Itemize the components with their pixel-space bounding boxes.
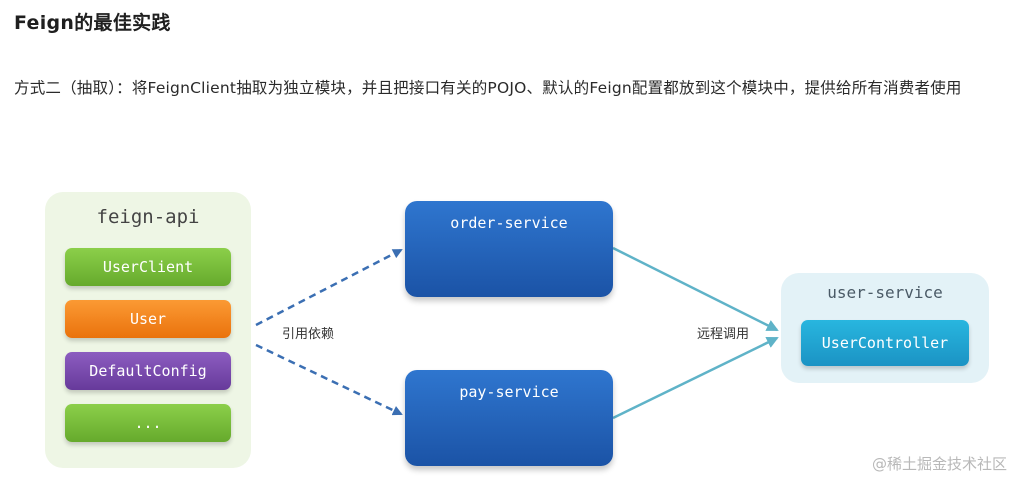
user-service-title: user-service — [827, 283, 943, 302]
feign-api-module: feign-api UserClient User DefaultConfig … — [45, 192, 251, 468]
user-service-module: user-service UserController — [781, 273, 989, 383]
remote-call-label: 远程调用 — [697, 327, 750, 342]
dependency-edge-pay — [255, 343, 403, 416]
feign-api-title: feign-api — [96, 206, 200, 228]
user-pojo-chip: User — [65, 300, 231, 338]
remote-call-edge-pay — [612, 336, 779, 420]
usercontroller-chip: UserController — [801, 320, 969, 366]
more-items-chip: ... — [65, 404, 231, 442]
page-title: Feign的最佳实践 — [14, 12, 171, 34]
pay-service-box: pay-service — [405, 370, 613, 466]
dependency-edge-order — [255, 248, 403, 327]
watermark: @稀土掘金技术社区 — [871, 455, 1007, 473]
defaultconfig-chip: DefaultConfig — [65, 352, 231, 390]
pay-service-label: pay-service — [459, 383, 559, 401]
order-service-label: order-service — [450, 214, 568, 232]
userclient-chip: UserClient — [65, 248, 231, 286]
page-description: 方式二（抽取）：将FeignClient抽取为独立模块，并且把接口有关的POJO… — [14, 79, 962, 97]
dependency-label: 引用依赖 — [282, 327, 335, 342]
order-service-box: order-service — [405, 201, 613, 297]
remote-call-edge-order — [612, 246, 779, 332]
